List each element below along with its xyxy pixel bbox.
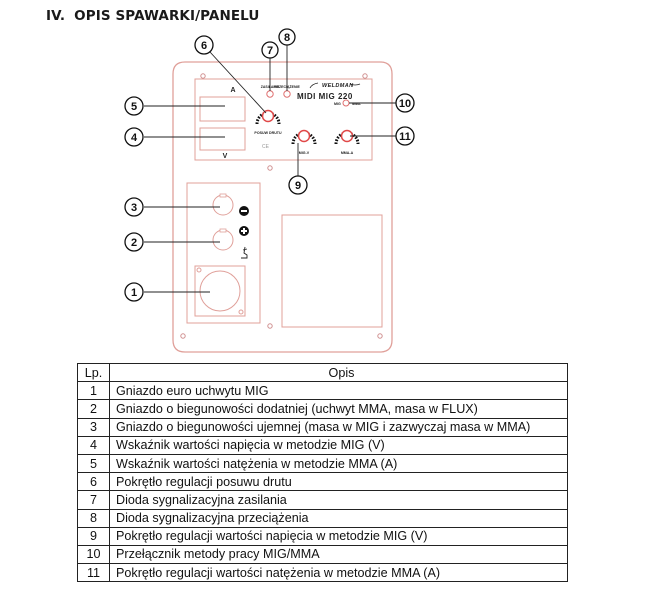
knob-label-wire-feed: POSUW DRUTU xyxy=(254,131,282,135)
power-led xyxy=(266,90,274,98)
row-number: 7 xyxy=(77,490,110,510)
socket-subpanel xyxy=(186,182,261,324)
svg-text:4: 4 xyxy=(131,132,138,144)
model-name: MIDI MIG 220 xyxy=(297,92,353,101)
svg-text:5: 5 xyxy=(131,101,137,113)
callout-9: 9 xyxy=(288,175,308,195)
row-description: Wskaźnik wartości natężenia w metodzie M… xyxy=(109,453,568,474)
row-description: Pokrętło regulacji wartości napięcia w m… xyxy=(109,526,568,546)
callout-4: 4 xyxy=(124,127,144,147)
callout-2: 2 xyxy=(124,232,144,252)
knob-dial[interactable] xyxy=(297,129,311,143)
svg-text:6: 6 xyxy=(201,40,207,52)
callout-3: 3 xyxy=(124,197,144,217)
electrode-holder-icon xyxy=(241,246,248,259)
row-description: Wskaźnik wartości napięcia w metodzie MI… xyxy=(109,435,568,455)
wire-feed-knob[interactable] xyxy=(255,109,281,125)
row-description: Przełącznik metody pracy MIG/MMA xyxy=(109,544,568,565)
mma-current-knob[interactable] xyxy=(334,129,360,145)
panel-outline xyxy=(172,61,393,353)
brand-logo: WELDMAN xyxy=(322,83,354,89)
row-number: 11 xyxy=(77,563,110,583)
svg-text:8: 8 xyxy=(284,32,290,44)
row-number: 5 xyxy=(77,453,110,474)
welder-panel-diagram: A V CE ZASILANIE PRZECIĄŻENIE WELDMAN MI… xyxy=(124,28,415,353)
knob-label-mma-a: MMA-A xyxy=(341,151,354,155)
switch-label-mma: MMA xyxy=(352,102,361,106)
mig-voltage-knob[interactable] xyxy=(291,129,317,145)
brand-swoosh xyxy=(309,82,361,89)
display-label-v: V xyxy=(223,153,228,160)
section-number: IV. xyxy=(46,8,66,24)
row-description: Dioda sygnalizacyjna zasilania xyxy=(109,490,568,510)
negative-socket xyxy=(212,194,234,216)
screw-hole xyxy=(362,73,368,79)
euro-socket-frame xyxy=(194,265,246,317)
row-number: 8 xyxy=(77,508,110,528)
row-number: 6 xyxy=(77,472,110,492)
callout-10: 10 xyxy=(395,93,415,113)
callout-5: 5 xyxy=(124,96,144,116)
header-opis: Opis xyxy=(109,362,568,383)
ce-mark: CE xyxy=(262,144,270,150)
row-description: Dioda sygnalizacyjna przeciążenia xyxy=(109,508,568,528)
control-subpanel xyxy=(194,78,373,161)
volt-display xyxy=(199,127,246,151)
callout-7: 7 xyxy=(261,41,279,59)
knob-dial[interactable] xyxy=(261,109,275,123)
screw-hole xyxy=(200,73,206,79)
display-label-a: A xyxy=(230,87,235,94)
svg-text:2: 2 xyxy=(131,237,137,249)
switch-label-mig: MIG xyxy=(334,102,341,106)
row-number: 1 xyxy=(77,381,110,401)
row-number: 4 xyxy=(77,435,110,455)
row-description: Gniazdo euro uchwytu MIG xyxy=(109,381,568,401)
row-number: 10 xyxy=(77,544,110,565)
svg-text:9: 9 xyxy=(295,180,301,192)
positive-socket xyxy=(212,229,234,251)
knob-label-mig-v: MIG-V xyxy=(299,151,310,155)
overload-led xyxy=(283,90,291,98)
section-title: OPIS SPAWARKI/PANELU xyxy=(74,8,260,24)
svg-text:7: 7 xyxy=(267,45,273,57)
callout-lines xyxy=(144,44,396,293)
callout-1: 1 xyxy=(124,282,144,302)
screw-hole xyxy=(267,165,273,171)
table-header-row: Lp. Opis xyxy=(77,362,568,383)
row-number: 2 xyxy=(77,399,110,419)
section-heading: IV. OPIS SPAWARKI/PANELU xyxy=(46,8,259,24)
row-description: Pokrętło regulacji posuwu drutu xyxy=(109,472,568,492)
svg-text:1: 1 xyxy=(131,287,137,299)
row-description: Gniazdo o biegunowości ujemnej (masa w M… xyxy=(109,417,568,437)
screw-hole xyxy=(267,323,273,329)
row-description: Gniazdo o biegunowości dodatniej (uchwyt… xyxy=(109,399,568,419)
callout-11: 11 xyxy=(395,126,415,146)
screw-hole xyxy=(180,333,186,339)
blank-plate xyxy=(281,214,383,328)
callout-6: 6 xyxy=(194,35,214,55)
screw-hole xyxy=(377,333,383,339)
svg-text:11: 11 xyxy=(399,131,411,143)
callout-8: 8 xyxy=(278,28,296,46)
row-number: 9 xyxy=(77,526,110,546)
euro-socket xyxy=(199,270,241,312)
svg-text:3: 3 xyxy=(131,202,137,214)
header-lp: Lp. xyxy=(77,362,110,383)
ampere-display xyxy=(199,96,246,122)
row-number: 3 xyxy=(77,417,110,437)
row-description: Pokrętło regulacji wartości natężenia w … xyxy=(109,563,568,583)
svg-text:10: 10 xyxy=(399,98,411,110)
